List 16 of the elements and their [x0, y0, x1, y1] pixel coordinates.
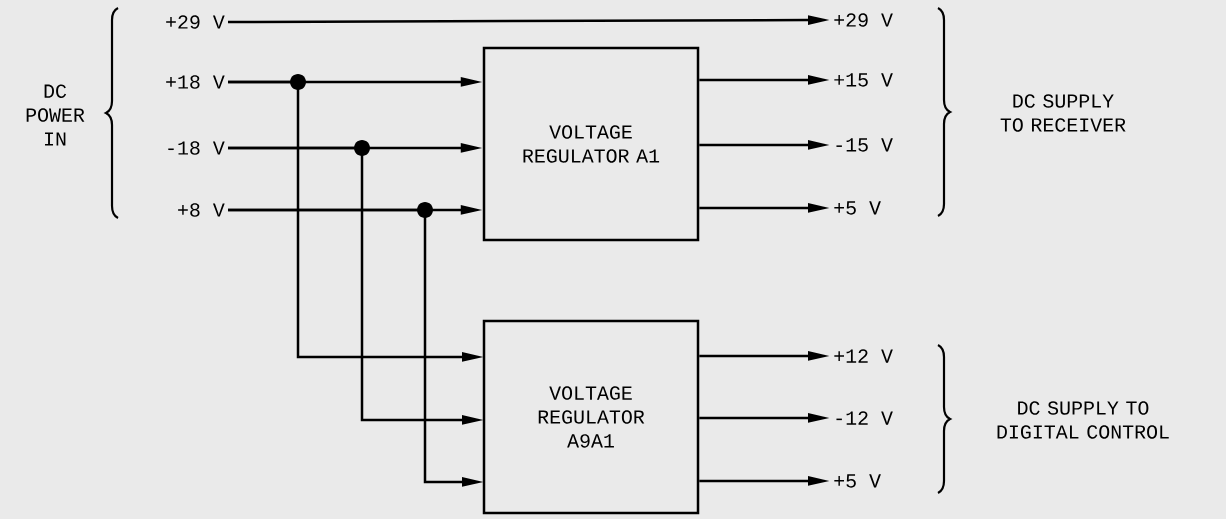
output-label: -15 V — [836, 138, 893, 152]
output-label: +12 V — [834, 349, 893, 363]
output-label: +5 V — [834, 201, 881, 215]
group-label: DC SUPPLY TO DIGITAL CONTROL — [997, 401, 1169, 439]
group-label: DC SUPPLY TO RECEIVER — [1000, 94, 1126, 132]
input-label: +8 V — [178, 203, 225, 217]
input-label: +18 V — [166, 75, 225, 89]
input-label: +29 V — [166, 15, 225, 29]
regulator-box: VOLTAGE REGULATOR A9A1 — [482, 319, 700, 515]
output-label: -12 V — [836, 411, 893, 425]
regulator-box: VOLTAGE REGULATOR A1 — [482, 46, 700, 242]
output-label: +15 V — [834, 73, 893, 87]
input-label: -18 V — [168, 141, 225, 155]
output-label: +29 V — [834, 13, 893, 27]
group-label: DC POWER IN — [26, 84, 85, 146]
output-label: +5 V — [834, 474, 881, 488]
